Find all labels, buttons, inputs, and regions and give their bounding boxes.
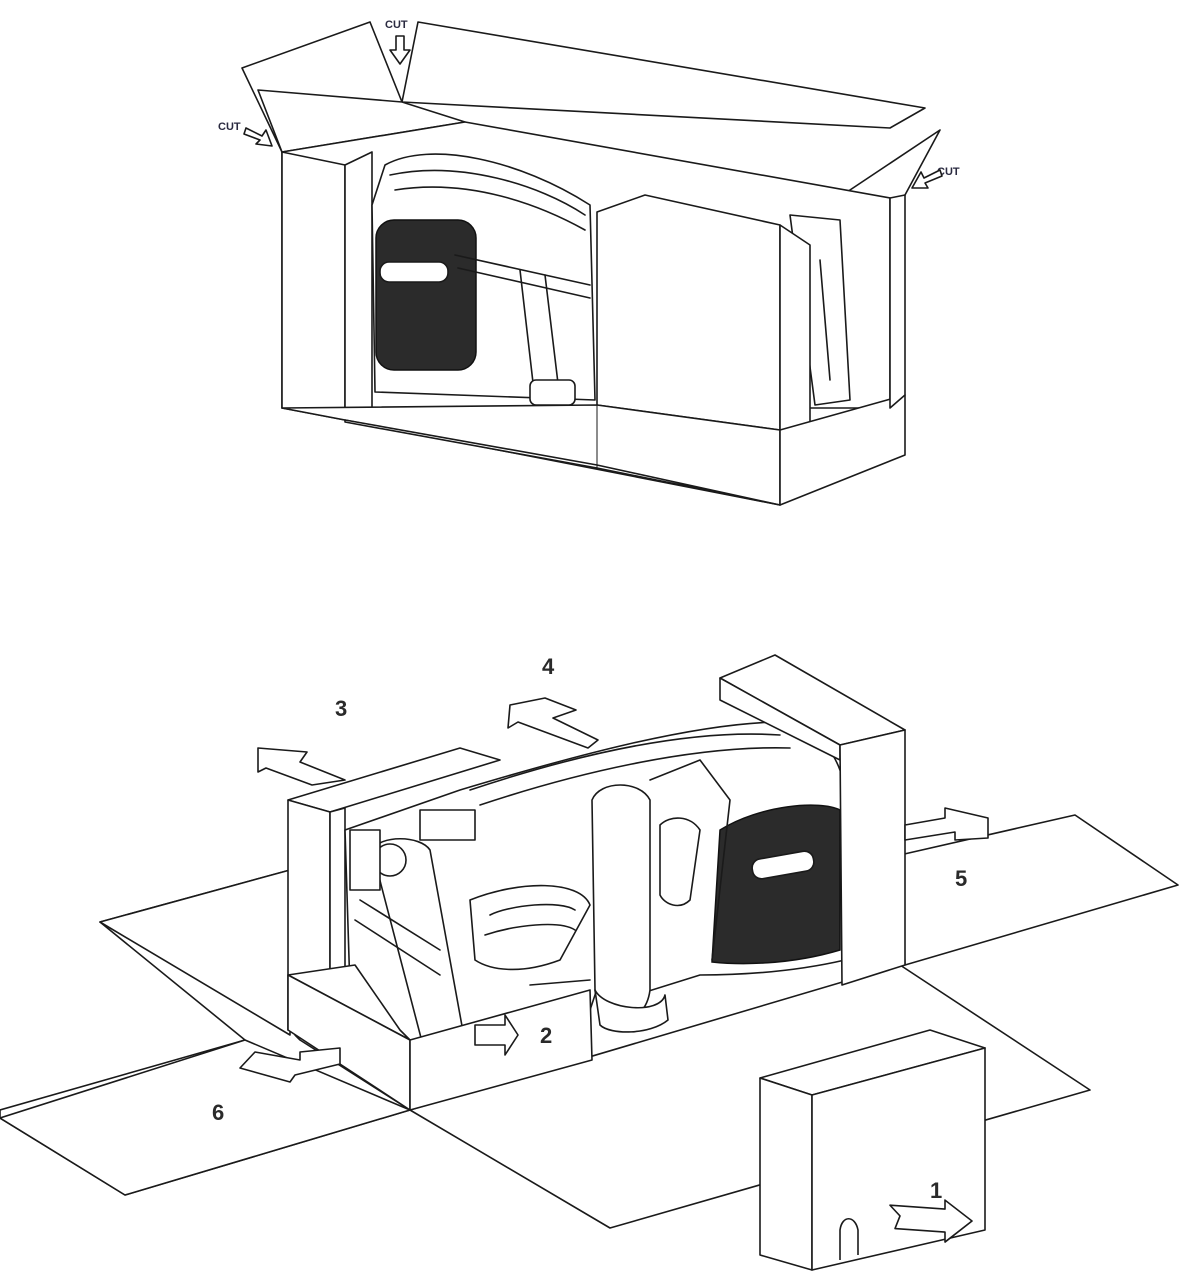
machine-in-box (371, 153, 851, 406)
arrow-step-6 (239, 1047, 341, 1083)
cut-label-right: CUT (937, 166, 960, 178)
packed-box-illustration: CUT CUT CUT (218, 19, 960, 506)
insert-right-front (839, 729, 906, 986)
box-end-insert-left (281, 151, 346, 421)
step-number-3: 3 (335, 696, 347, 721)
step-number-1: 1 (930, 1178, 942, 1203)
box-end-insert-right (779, 224, 811, 431)
box-front-bottom (344, 419, 781, 506)
cut-label-left: CUT (218, 121, 241, 133)
step-number-5: 5 (955, 866, 967, 891)
end-block-notch (839, 1217, 859, 1260)
arrow-step-3 (257, 747, 346, 786)
machine-side-panel (375, 219, 477, 371)
cut-arrow-right (911, 169, 943, 189)
cut-arrow-left (243, 127, 273, 147)
step-number-4: 4 (542, 654, 555, 679)
cut-label-top: CUT (385, 19, 408, 31)
box-center-insert (596, 194, 781, 431)
cardboard-sheet-right (899, 814, 1179, 966)
machine-arm-right (591, 784, 651, 1021)
machine-side-panel-bottom (711, 804, 841, 965)
arrow-step-2 (474, 1014, 519, 1056)
arrow-step-4 (507, 697, 599, 749)
arrow-step-1 (889, 1199, 973, 1243)
machine-exposed (344, 721, 846, 1081)
cardboard-sheet-front (409, 964, 1091, 1229)
box-right-face (779, 394, 906, 506)
box-flap-top (401, 21, 926, 129)
end-block-left (759, 1077, 813, 1271)
step-number-6: 6 (212, 1100, 224, 1125)
box-right-upright (889, 194, 906, 409)
arrow-step-5 (904, 807, 989, 841)
insert-front-lower-face (409, 989, 593, 1111)
cardboard-sheet-back-left (99, 869, 291, 1036)
cut-arrow-top (389, 35, 411, 65)
step-number-2: 2 (540, 1023, 552, 1048)
insert-left-inner (329, 807, 346, 981)
box-end-insert-left-face (344, 151, 373, 421)
unpacking-steps-illustration: 1 2 3 4 5 6 (0, 654, 1179, 1271)
